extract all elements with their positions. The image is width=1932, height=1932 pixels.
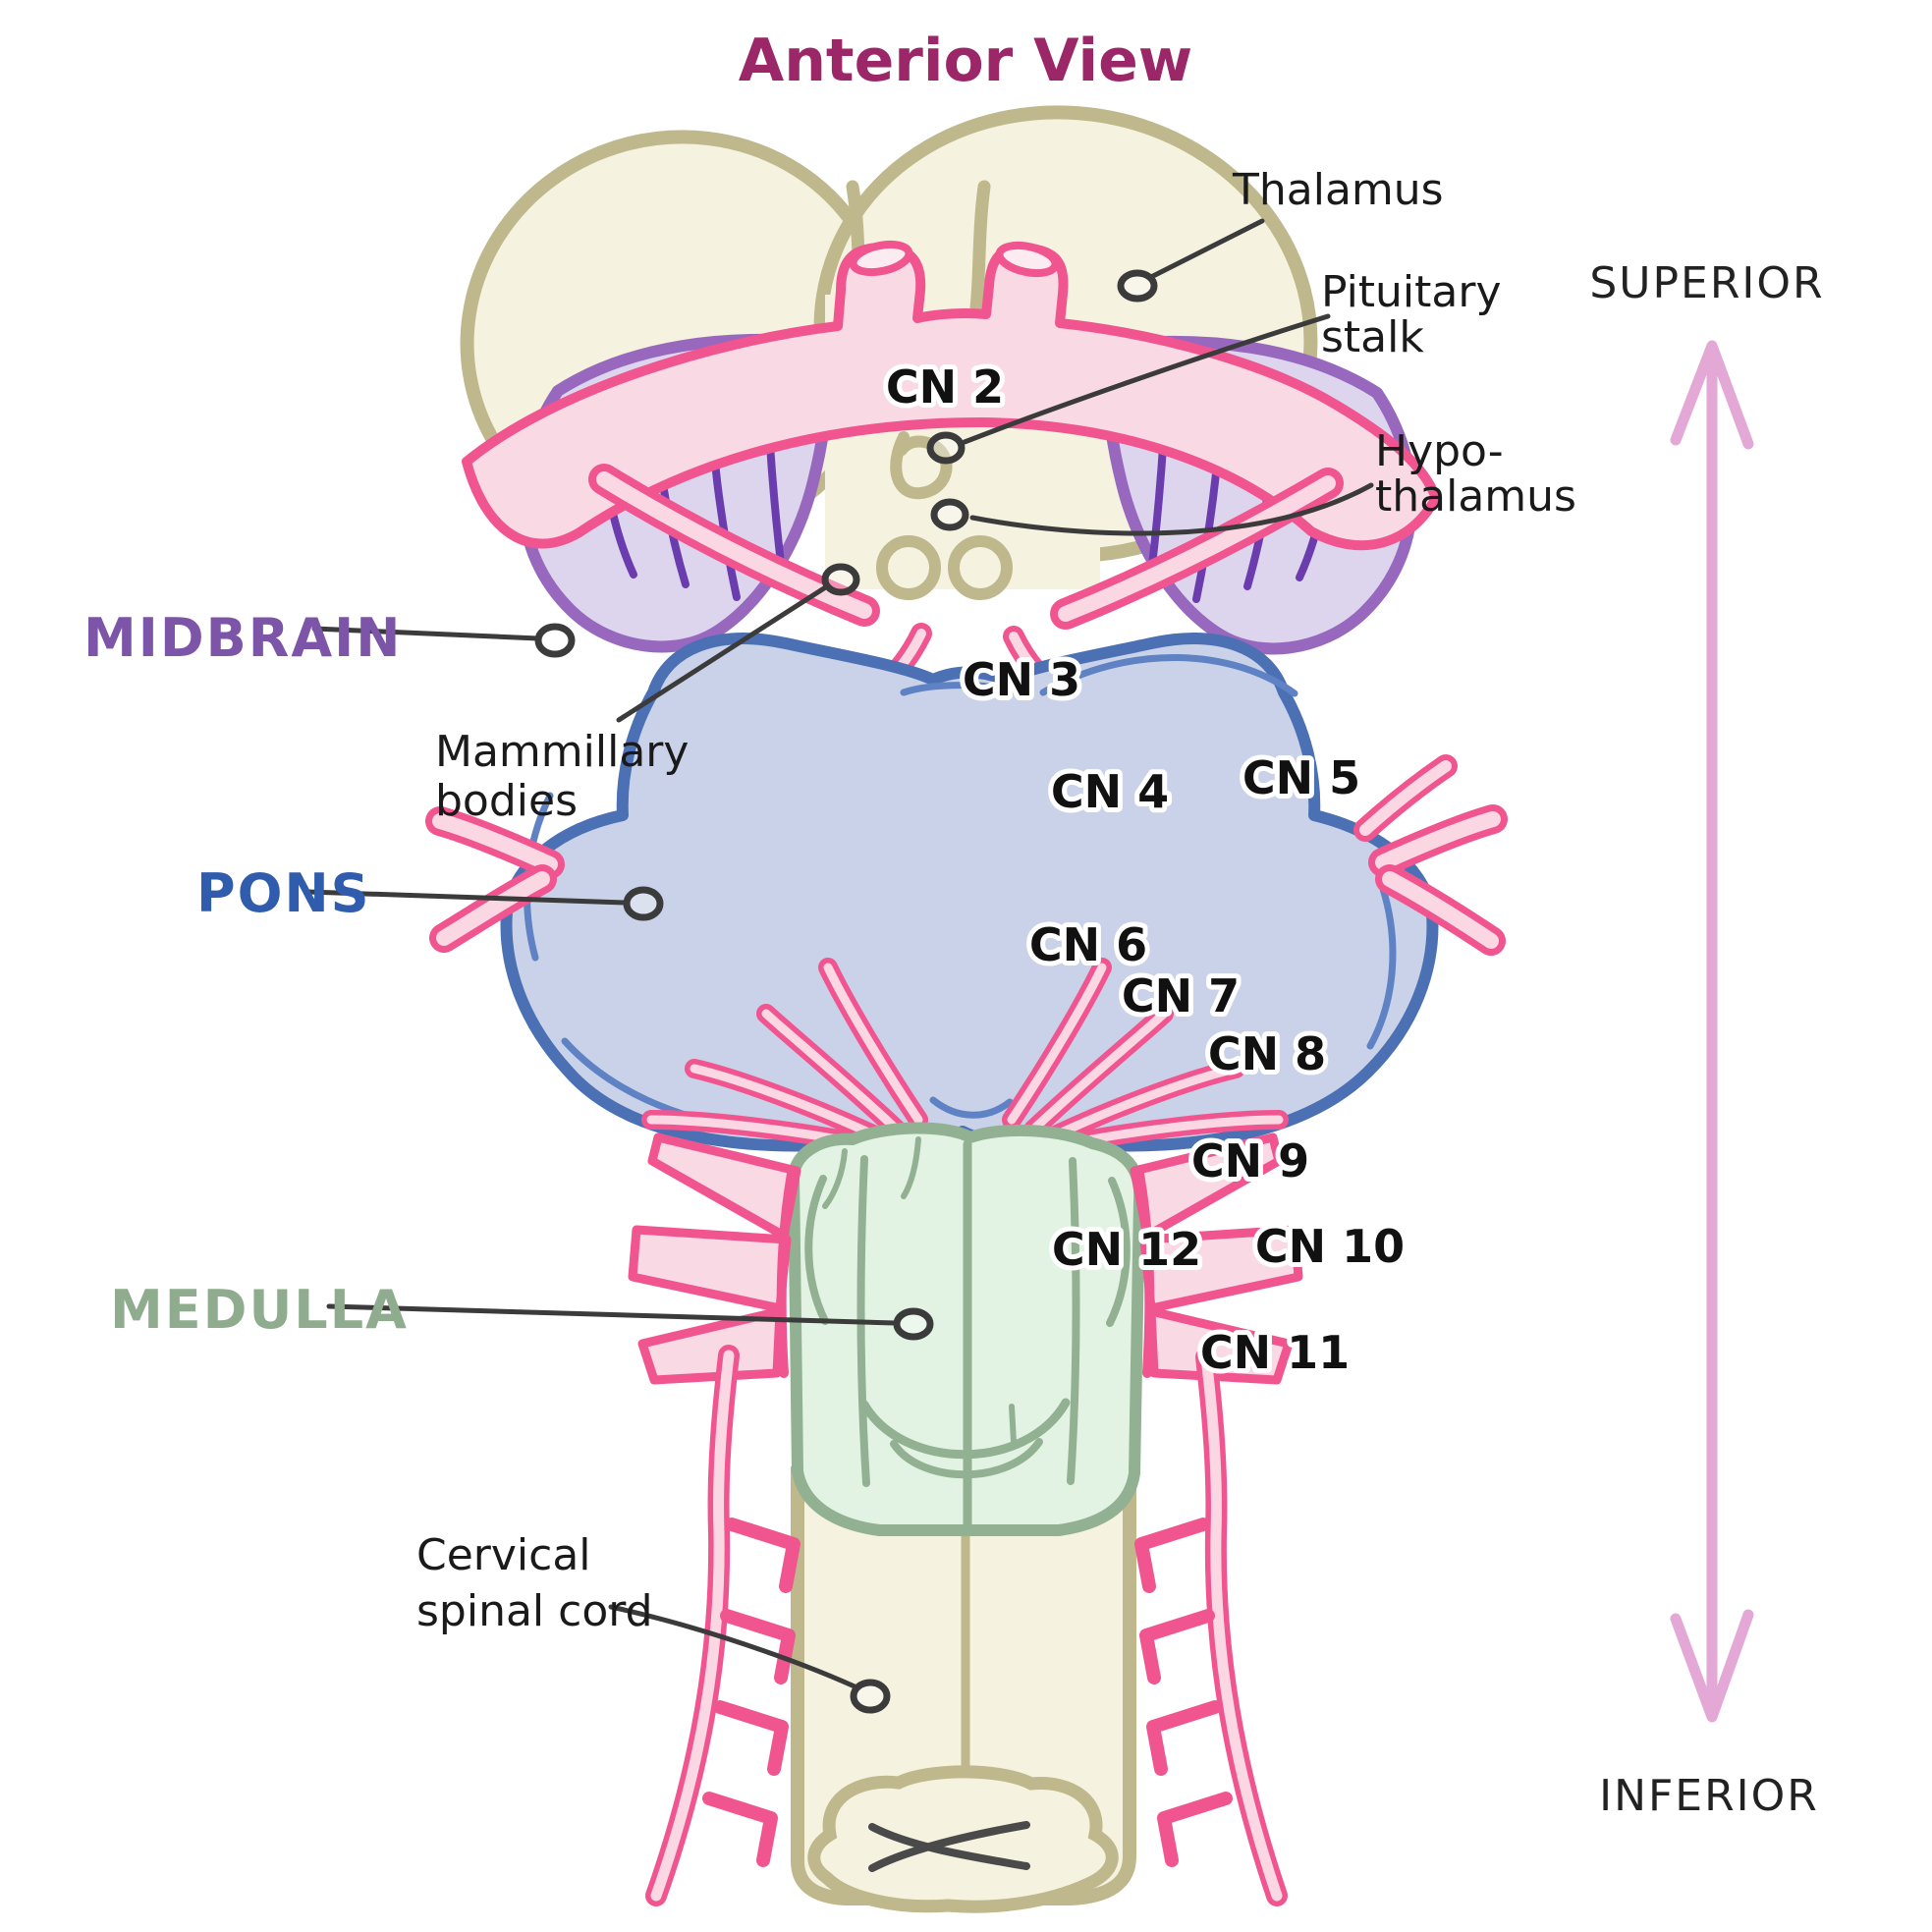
cervical-leader bbox=[608, 1604, 857, 1689]
midbrain-leader bbox=[311, 626, 541, 641]
cn4-label: CN 4 bbox=[1051, 765, 1169, 818]
cn2-label: CN 2 bbox=[886, 360, 1004, 414]
text-labels: Anterior View Thalamus Pituitary stalk H… bbox=[83, 27, 1576, 1636]
thalamus-leader bbox=[1148, 218, 1265, 280]
left-optic-nerve-stub bbox=[849, 240, 913, 277]
pituitary-stalk-label-line1: Pituitary bbox=[1321, 267, 1502, 317]
pituitary-stalk-label-line2: stalk bbox=[1321, 312, 1424, 362]
cn6-label: CN 6 bbox=[1029, 918, 1147, 971]
orientation-indicator: SUPERIOR INFERIOR bbox=[1589, 258, 1824, 1821]
cn9-label: CN 9 bbox=[1191, 1134, 1309, 1187]
mammillary-label-line2: bodies bbox=[435, 776, 578, 826]
pontine-nerve-fans bbox=[641, 958, 1289, 1154]
pons-label: PONS bbox=[196, 862, 371, 924]
medullary-nerve-webs bbox=[628, 1132, 1303, 1385]
hypothalamus-label-line2: thalamus bbox=[1375, 471, 1576, 522]
right-optic-nerve-stub bbox=[995, 241, 1060, 278]
pons-leader bbox=[305, 889, 629, 906]
midbrain-label: MIDBRAIN bbox=[83, 607, 402, 669]
pituitary-stalk-leader bbox=[962, 313, 1331, 445]
leader-lines bbox=[305, 218, 1374, 1714]
inferior-label: INFERIOR bbox=[1599, 1771, 1819, 1821]
medulla-leader bbox=[326, 1303, 898, 1326]
cn8-label: CN 8 bbox=[1208, 1027, 1326, 1080]
hypothalamus-label-line1: Hypo- bbox=[1375, 426, 1504, 476]
medulla-label: MEDULLA bbox=[110, 1279, 409, 1341]
cn12-label: CN 12 bbox=[1052, 1223, 1201, 1276]
superior-label: SUPERIOR bbox=[1589, 258, 1824, 308]
spinal-cross-section bbox=[807, 1765, 1119, 1913]
cn10-label: CN 10 bbox=[1255, 1220, 1405, 1273]
pons-structure bbox=[500, 633, 1439, 1154]
optic-chiasm-band bbox=[462, 240, 1441, 551]
cervical-label-line2: spinal cord bbox=[416, 1586, 653, 1636]
pituitary-stalk-structure bbox=[890, 431, 953, 500]
medulla-structure bbox=[788, 1122, 1146, 1536]
thalamus-label: Thalamus bbox=[1232, 165, 1444, 215]
cn11-descending-ribbons bbox=[645, 1345, 1288, 1906]
cn7-label: CN 7 bbox=[1122, 969, 1240, 1022]
cn5-label: CN 5 bbox=[1242, 751, 1360, 804]
mammillary-bodies-structure bbox=[876, 535, 1013, 600]
hypothalamus-leader bbox=[969, 482, 1374, 536]
cervical-label-line1: Cervical bbox=[416, 1530, 591, 1580]
cn3-label: CN 3 bbox=[963, 653, 1080, 706]
page-title: Anterior View bbox=[739, 27, 1192, 95]
mammillary-leader bbox=[616, 583, 830, 723]
arrowhead-down-icon bbox=[1670, 1609, 1754, 1723]
cn11-label: CN 11 bbox=[1200, 1326, 1350, 1379]
cn5-nerves bbox=[425, 754, 1508, 956]
arrowhead-up-icon bbox=[1670, 340, 1754, 450]
mammillary-label-line1: Mammillary bbox=[435, 727, 689, 777]
